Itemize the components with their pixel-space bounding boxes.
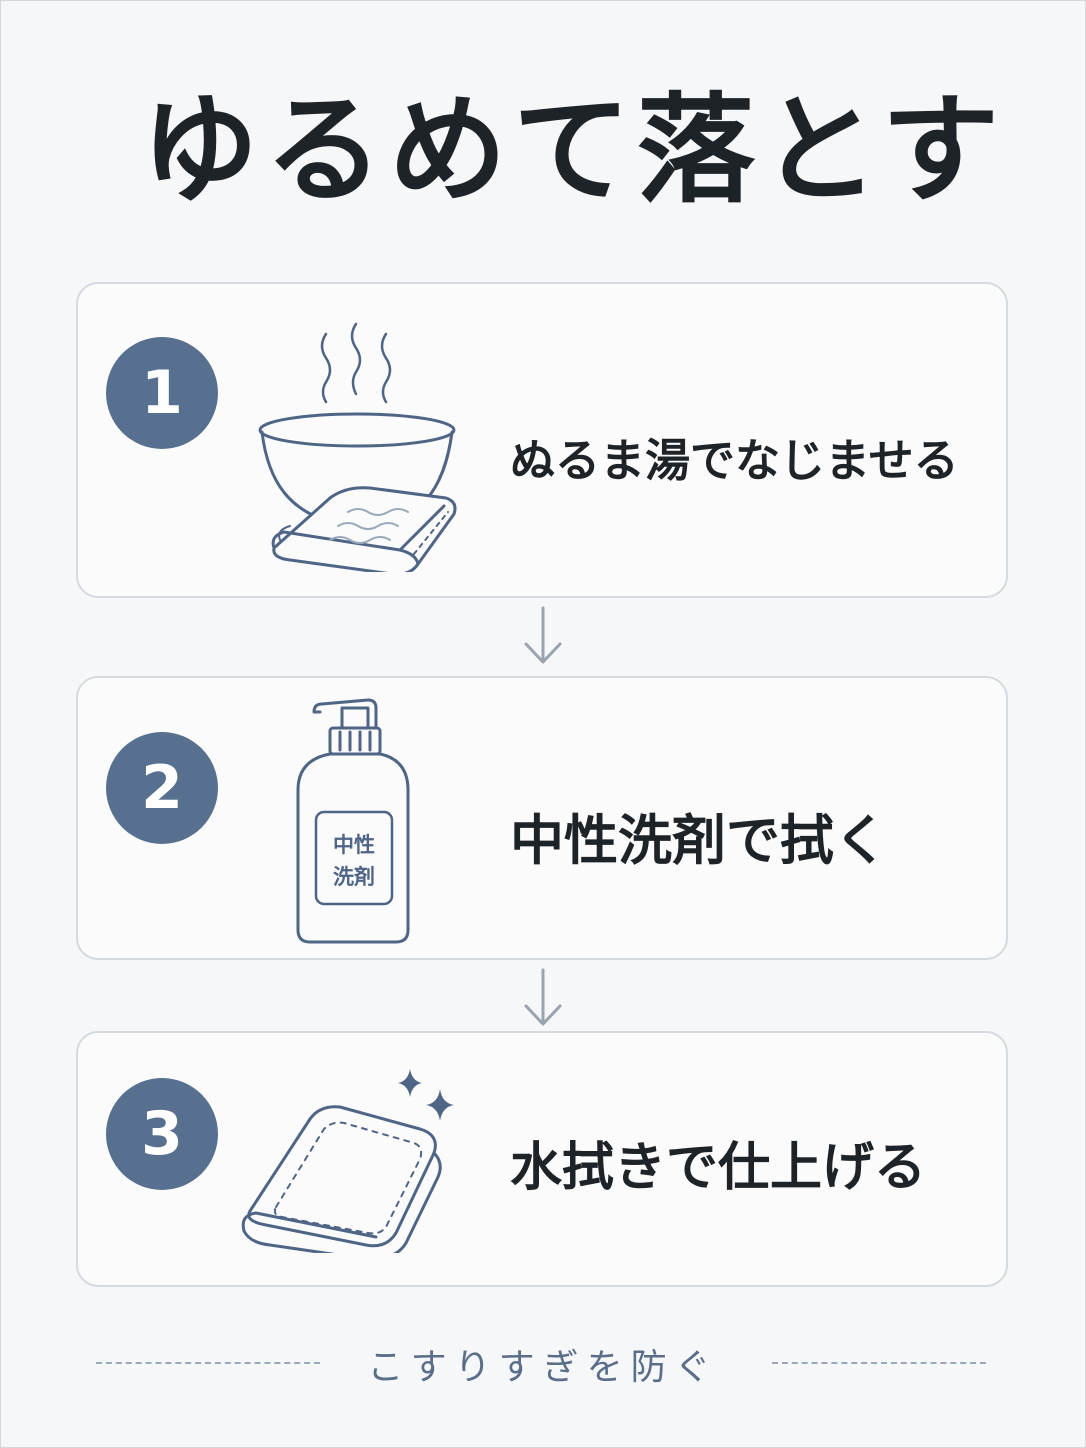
arrow-down-icon: [524, 606, 562, 664]
bottle-label-line1: 中性: [333, 833, 375, 857]
arrow-down-icon: [524, 968, 562, 1026]
footer-note: こすりすぎを防ぐ: [367, 1347, 719, 1388]
page-title: ゆるめて落とす: [140, 81, 1006, 219]
footer-divider-left: [96, 1362, 320, 1364]
detergent-bottle-icon: 中性 洗剤: [296, 698, 410, 944]
step-text-2: 中性洗剤で拭く: [510, 809, 888, 872]
footer-divider-right: [772, 1362, 986, 1364]
bottle-label-line2: 洗剤: [333, 865, 375, 889]
step-number-badge-3: 3: [106, 1078, 218, 1190]
sparkle-icon: [398, 1069, 454, 1121]
folded-towel-icon: [241, 1105, 442, 1253]
step-card-2: 2 中性 洗剤 中性洗剤で拭く: [76, 676, 1008, 960]
step-number-badge-2: 2: [106, 732, 218, 844]
steaming-bowl-icon: [258, 322, 457, 572]
step-card-3: 3 水拭きで仕上げる: [76, 1031, 1008, 1287]
step-text-1: ぬるま湯でなじませる: [510, 434, 959, 487]
step-number-badge-1: 1: [106, 337, 218, 449]
step-text-3: 水拭きで仕上げる: [510, 1138, 927, 1198]
step-card-1: 1 ぬるま湯でなじませる: [76, 282, 1008, 598]
